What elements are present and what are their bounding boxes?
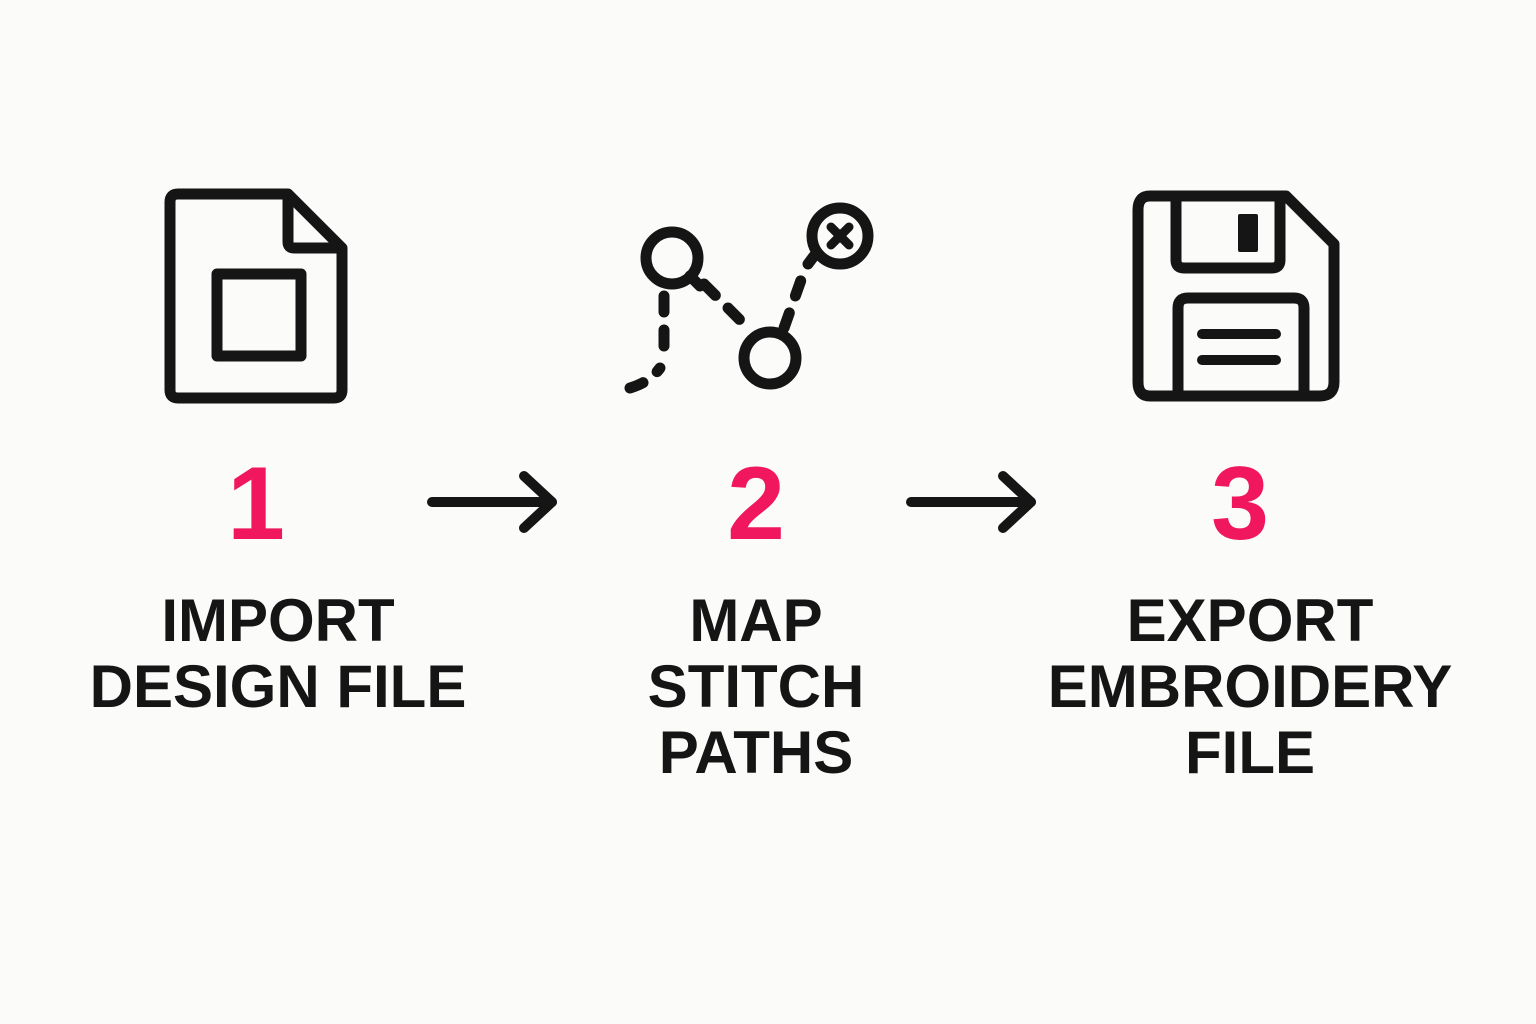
step-label-line: MAP	[689, 587, 823, 654]
right-arrow-icon	[427, 471, 557, 533]
step-number-3: 3	[1211, 446, 1269, 562]
step-label-line: FILE	[1185, 719, 1315, 786]
step-label-3: EXPORT EMBROIDERY FILE	[1020, 588, 1480, 786]
floppy-disk-icon	[1132, 190, 1340, 402]
step-label-line: EXPORT	[1126, 587, 1374, 654]
step-label-2: MAP STITCH PATHS	[526, 588, 986, 786]
step-label-line: PATHS	[658, 719, 854, 786]
step-label-line: IMPORT	[161, 587, 395, 654]
step-label-line: STITCH	[647, 653, 865, 720]
step-number-1: 1	[227, 446, 285, 562]
right-arrow-icon	[906, 471, 1036, 533]
step-label-1: IMPORT DESIGN FILE	[48, 588, 508, 720]
step-number-2: 2	[727, 446, 785, 562]
step-label-line: DESIGN FILE	[89, 653, 467, 720]
step-label-line: EMBROIDERY	[1047, 653, 1453, 720]
stitch-path-icon	[624, 202, 874, 394]
document-file-icon	[164, 188, 348, 404]
